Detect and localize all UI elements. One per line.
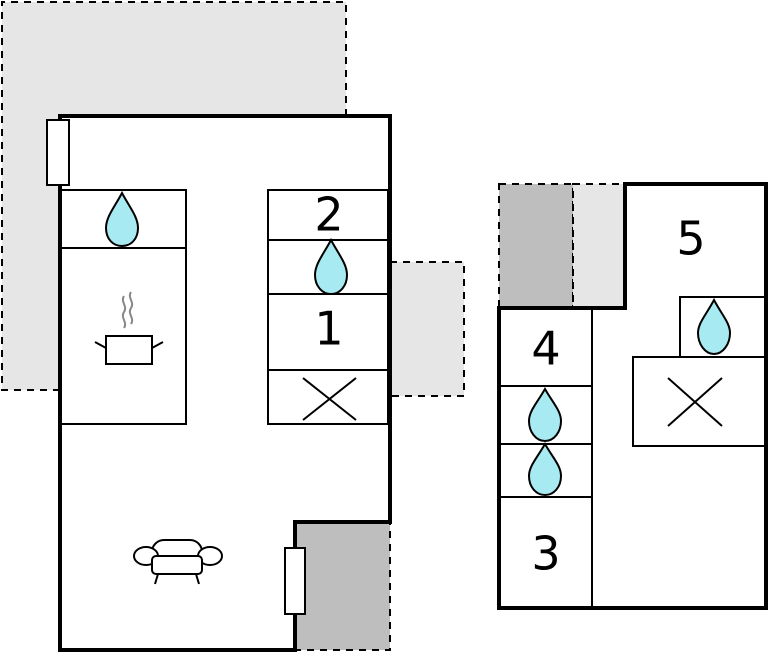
water-drop-icon	[313, 237, 349, 296]
room-number-1: 1	[314, 302, 343, 356]
terrace-right	[389, 261, 465, 397]
terrace-bottom	[294, 521, 391, 651]
water-drop-icon	[696, 297, 732, 356]
window-bottom	[284, 547, 306, 615]
room-number-2: 2	[314, 188, 343, 242]
stair-block-right	[632, 356, 767, 447]
kitchen-block	[59, 189, 187, 425]
water-drop-icon	[527, 441, 563, 497]
armchair-icon	[133, 539, 223, 585]
cooking-pot-icon	[94, 291, 164, 365]
room-number-3: 3	[531, 527, 560, 581]
room-number-5: 5	[676, 212, 705, 266]
room-column	[267, 189, 389, 425]
room-number-4: 4	[531, 322, 560, 376]
water-drop-icon	[104, 190, 140, 248]
cross-symbol-right	[667, 377, 723, 427]
terrace-right-block-light	[572, 183, 626, 309]
terrace-right-block-dark	[498, 183, 574, 309]
cross-symbol-left	[302, 377, 357, 421]
window-left	[46, 119, 70, 186]
water-drop-icon	[527, 386, 563, 443]
